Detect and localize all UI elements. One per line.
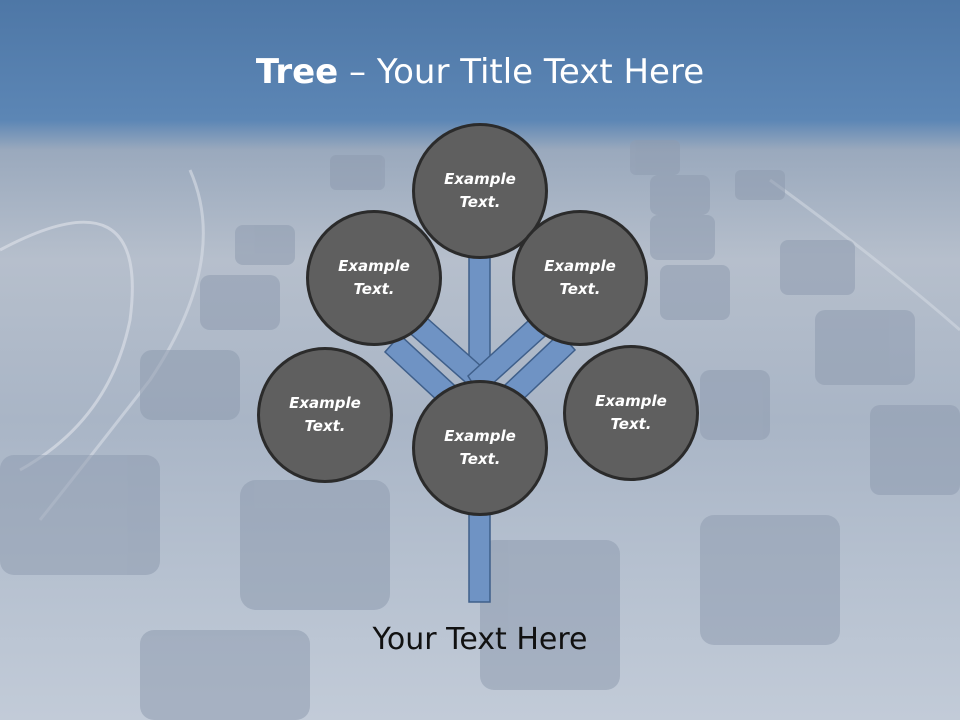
node-label: Example Text. <box>544 257 616 298</box>
node-label: Example Text. <box>444 170 516 211</box>
title-bold: Tree <box>255 52 339 92</box>
tree-node-lower-left: Example Text. <box>257 347 393 483</box>
tree-node-lower-right: Example Text. <box>563 345 699 481</box>
tree-node-upper-left: Example Text. <box>306 210 442 346</box>
footer-text: Your Text Here <box>372 622 588 657</box>
title-separator: – <box>338 52 377 92</box>
tree-node-top: Example Text. <box>412 123 548 259</box>
node-label: Example Text. <box>289 394 361 435</box>
tree-node-upper-right: Example Text. <box>512 210 648 346</box>
title-text: Your Title Text Here <box>376 52 705 92</box>
tree-node-center: Example Text. <box>412 380 548 516</box>
node-label: Example Text. <box>338 257 410 298</box>
slide-title: Tree – Your Title Text Here <box>0 52 960 92</box>
node-label: Example Text. <box>444 427 516 468</box>
node-label: Example Text. <box>595 392 667 433</box>
